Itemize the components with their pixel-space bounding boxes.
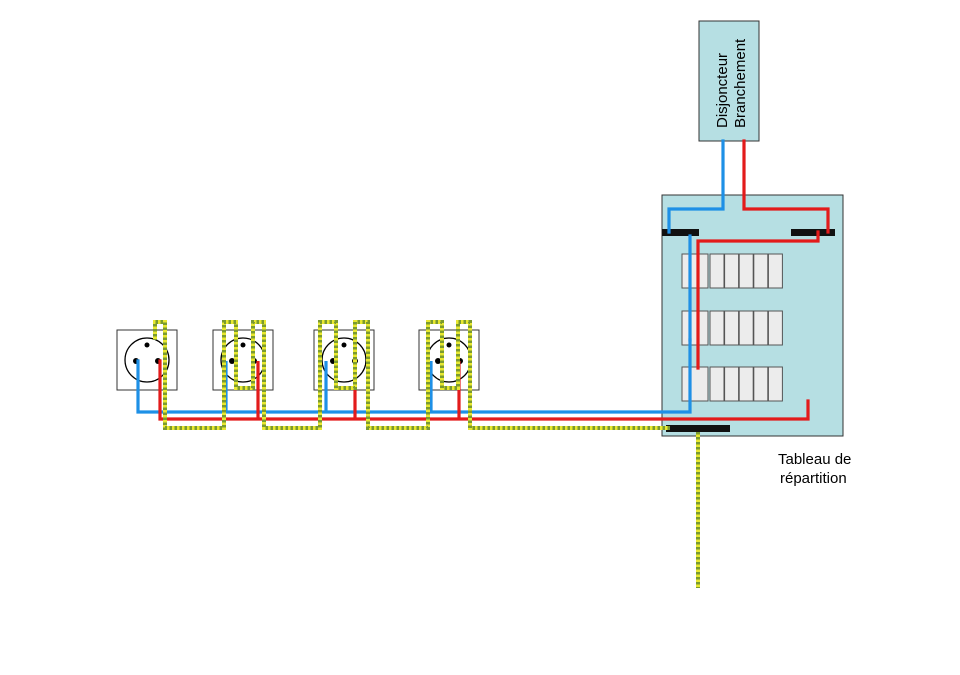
socket-earth-pin — [240, 342, 246, 348]
circuit-breaker — [724, 310, 740, 346]
circuit-breaker — [681, 253, 709, 289]
circuit-breaker — [767, 253, 783, 289]
socket-earth-pin — [144, 342, 150, 348]
panel-label-2: répartition — [780, 470, 847, 487]
circuit-breaker — [738, 366, 754, 402]
socket — [313, 329, 375, 391]
circuit-breaker — [753, 310, 769, 346]
circuit-breaker — [738, 253, 754, 289]
circuit-breaker — [738, 310, 754, 346]
breaker-rows — [681, 253, 783, 402]
socket-earth-pin — [341, 342, 347, 348]
circuit-breaker — [753, 253, 769, 289]
circuit-breaker — [724, 366, 740, 402]
socket-pin-left — [435, 358, 441, 364]
panel-phase-wire — [696, 230, 820, 370]
circuit-breaker — [767, 310, 783, 346]
breaker-row — [681, 310, 783, 346]
phase-busbar — [791, 229, 835, 236]
branch-breaker-label-1: Disjoncteur — [714, 53, 731, 128]
circuit-breaker — [753, 366, 769, 402]
circuit-breaker — [767, 366, 783, 402]
branch-breaker-label-2: Branchement — [732, 38, 749, 128]
sockets — [116, 329, 480, 391]
circuit-breaker — [681, 366, 709, 402]
socket-face — [124, 337, 170, 383]
socket — [116, 329, 178, 391]
distribution-panel — [661, 194, 844, 437]
circuit-breaker — [681, 310, 709, 346]
circuit-earth-wire — [153, 320, 670, 430]
branch-breaker-box — [698, 20, 760, 142]
circuit-breaker — [709, 310, 725, 346]
wires — [136, 139, 830, 588]
circuit-breaker — [709, 366, 725, 402]
circuit-breaker — [709, 253, 725, 289]
earth-busbar — [666, 425, 730, 432]
supply-neutral-wire — [667, 139, 725, 234]
neutral-busbar — [662, 229, 699, 236]
supply-phase-wire — [742, 139, 830, 234]
breaker-row — [681, 366, 783, 402]
branch-breaker: Disjoncteur Branchement — [698, 20, 760, 142]
socket-pin-left — [229, 358, 235, 364]
panel-label-1: Tableau de — [778, 451, 851, 468]
circuit-breaker — [724, 253, 740, 289]
breaker-row — [681, 253, 783, 289]
socket-earth-pin — [446, 342, 452, 348]
earth-stripe — [153, 320, 670, 430]
